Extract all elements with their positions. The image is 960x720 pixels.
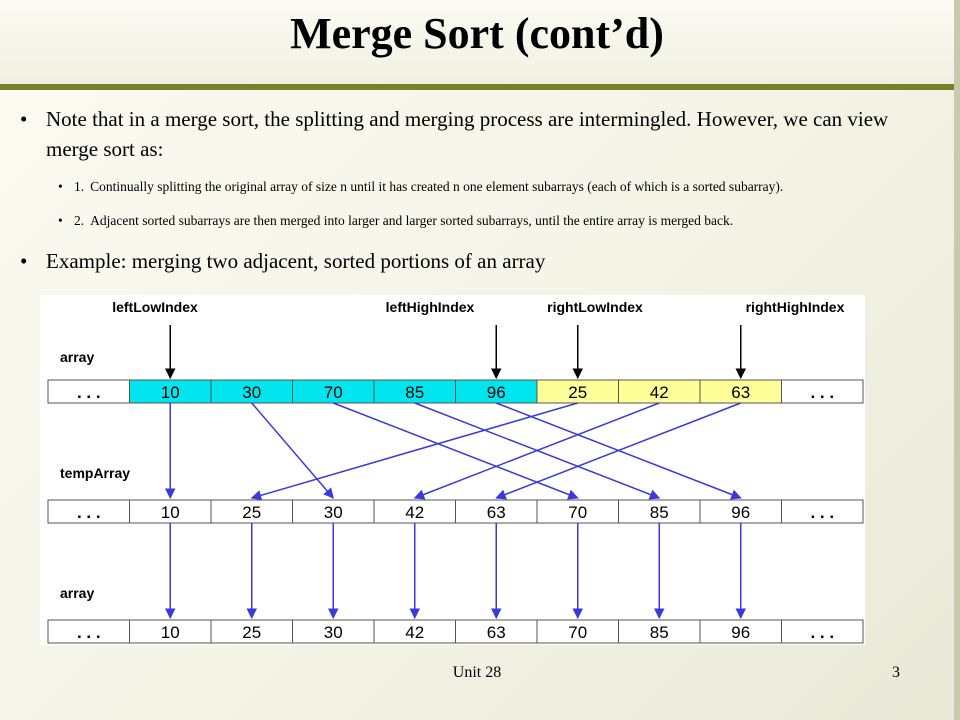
merge-diagram: array tempArray array . . . 10 30 70 85 96 25 42 63… xyxy=(40,295,865,645)
sub-bullet-1: 1. Continually splitting the original arr… xyxy=(20,178,940,196)
title-band xyxy=(0,0,960,90)
pointer-label-0: leftLowIndex xyxy=(112,299,198,315)
array-top-value-6: 25 xyxy=(568,383,587,402)
merge-diagram-svg: array tempArray array . . . 10 30 70 85 96 25 42 63… xyxy=(47,299,864,644)
array-bottom-value-7: 85 xyxy=(650,623,669,642)
merge-arrow-5 xyxy=(250,402,578,501)
merge-arrow-7 xyxy=(495,402,742,500)
pointer-label-3: rightHighIndex xyxy=(746,299,845,315)
temp-array-value-4: 42 xyxy=(405,503,424,522)
array-top-value-3: 70 xyxy=(324,383,343,402)
array-top-value-2: 30 xyxy=(242,383,261,402)
row-label-temp-array: tempArray xyxy=(60,465,130,481)
array-bottom-value-3: 30 xyxy=(324,623,343,642)
temp-array-value-1: 10 xyxy=(161,503,180,522)
right-frame xyxy=(954,0,960,720)
array-bottom-value-0: . . . xyxy=(77,623,101,642)
sub-bullet-1-number: 1. xyxy=(74,179,85,194)
merge-arrow-6 xyxy=(413,402,660,500)
temp-array-value-3: 30 xyxy=(324,503,343,522)
row-label-array-bottom: array xyxy=(60,585,94,601)
array-top-value-4: 85 xyxy=(405,383,424,402)
page-number: 3 xyxy=(892,664,900,681)
temp-array-value-7: 85 xyxy=(650,503,669,522)
array-top-value-1: 10 xyxy=(161,383,180,402)
sub-bullet-2: 2. Adjacent sorted subarrays are then mer… xyxy=(20,212,940,230)
temp-array-value-5: 63 xyxy=(487,503,506,522)
temp-array-cell-9 xyxy=(781,499,864,524)
merge-arrow-1 xyxy=(251,402,334,499)
array-top-cell-9 xyxy=(781,379,864,404)
temp-array-value-0: . . . xyxy=(77,503,101,522)
pointer-label-1: leftHighIndex xyxy=(386,299,475,315)
array-bottom-value-2: 25 xyxy=(242,623,261,642)
array-top-value-9: . . . xyxy=(810,383,834,402)
array-bottom-cell-9 xyxy=(781,619,864,644)
bullet-list: Note that in a merge sort, the splitting… xyxy=(20,104,940,290)
sub-bullet-2-number: 2. xyxy=(74,213,85,228)
row-label-array-top: array xyxy=(60,349,94,365)
footer-unit: Unit 28 xyxy=(452,664,502,681)
slide-title: Merge Sort (cont’d) xyxy=(290,9,664,58)
array-top-value-0: . . . xyxy=(77,383,101,402)
sub-bullet-2-text: Adjacent sorted subarrays are then merge… xyxy=(90,213,734,228)
temp-array-value-9: . . . xyxy=(810,503,834,522)
bullet-example: Example: merging two adjacent, sorted po… xyxy=(20,246,940,276)
array-bottom-value-5: 63 xyxy=(487,623,506,642)
temp-array-value-2: 25 xyxy=(242,503,261,522)
bullet-note: Note that in a merge sort, the splitting… xyxy=(20,104,940,164)
array-bottom-value-8: 96 xyxy=(731,623,750,642)
temp-array-value-8: 96 xyxy=(731,503,750,522)
merge-arrow-2 xyxy=(332,402,579,500)
array-bottom-value-6: 70 xyxy=(568,623,587,642)
sub-bullet-1-text: Continually splitting the original array… xyxy=(90,179,784,194)
array-bottom-value-9: . . . xyxy=(810,623,834,642)
array-top-value-5: 96 xyxy=(487,383,506,402)
array-bottom-value-4: 42 xyxy=(405,623,424,642)
array-top-value-8: 63 xyxy=(731,383,750,402)
temp-array-value-6: 70 xyxy=(568,503,587,522)
pointer-label-2: rightLowIndex xyxy=(547,299,643,315)
array-top-value-7: 42 xyxy=(650,383,669,402)
array-bottom-value-1: 10 xyxy=(161,623,180,642)
